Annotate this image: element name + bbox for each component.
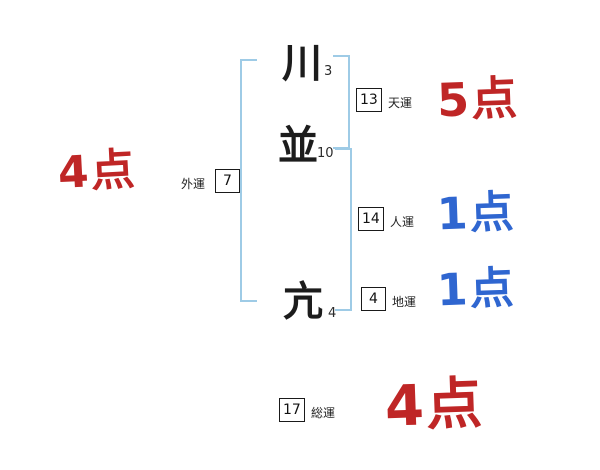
outer-luck-bracket — [240, 59, 257, 302]
earth-luck-label: 地運 — [392, 295, 417, 309]
outer-luck-score: 4点 — [56, 143, 138, 200]
heaven-luck-bracket — [333, 55, 350, 149]
name-character-3: 亢 — [283, 279, 323, 325]
heaven-luck-value-box: 13 — [356, 88, 382, 112]
earth-luck-score: 1点 — [436, 262, 517, 317]
total-luck-label: 総運 — [311, 406, 336, 420]
person-luck-label: 人運 — [390, 215, 415, 229]
heaven-luck-label: 天運 — [388, 96, 413, 110]
name-character-1: 川 — [282, 41, 322, 87]
outer-luck-label: 外運 — [181, 177, 206, 191]
stroke-count-2: 10 — [317, 146, 334, 161]
stroke-count-3: 4 — [328, 306, 337, 321]
person-luck-score: 1点 — [436, 186, 517, 241]
outer-luck-value-box: 7 — [215, 169, 240, 193]
total-luck-value-box: 17 — [279, 398, 305, 422]
total-luck-score: 4点 — [383, 371, 486, 440]
name-character-2: 並 — [278, 123, 318, 169]
earth-luck-bracket — [335, 148, 352, 311]
person-luck-value-box: 14 — [358, 207, 384, 231]
heaven-luck-score: 5点 — [436, 70, 520, 128]
earth-luck-value-box: 4 — [361, 287, 386, 311]
stroke-count-1: 3 — [324, 64, 333, 79]
